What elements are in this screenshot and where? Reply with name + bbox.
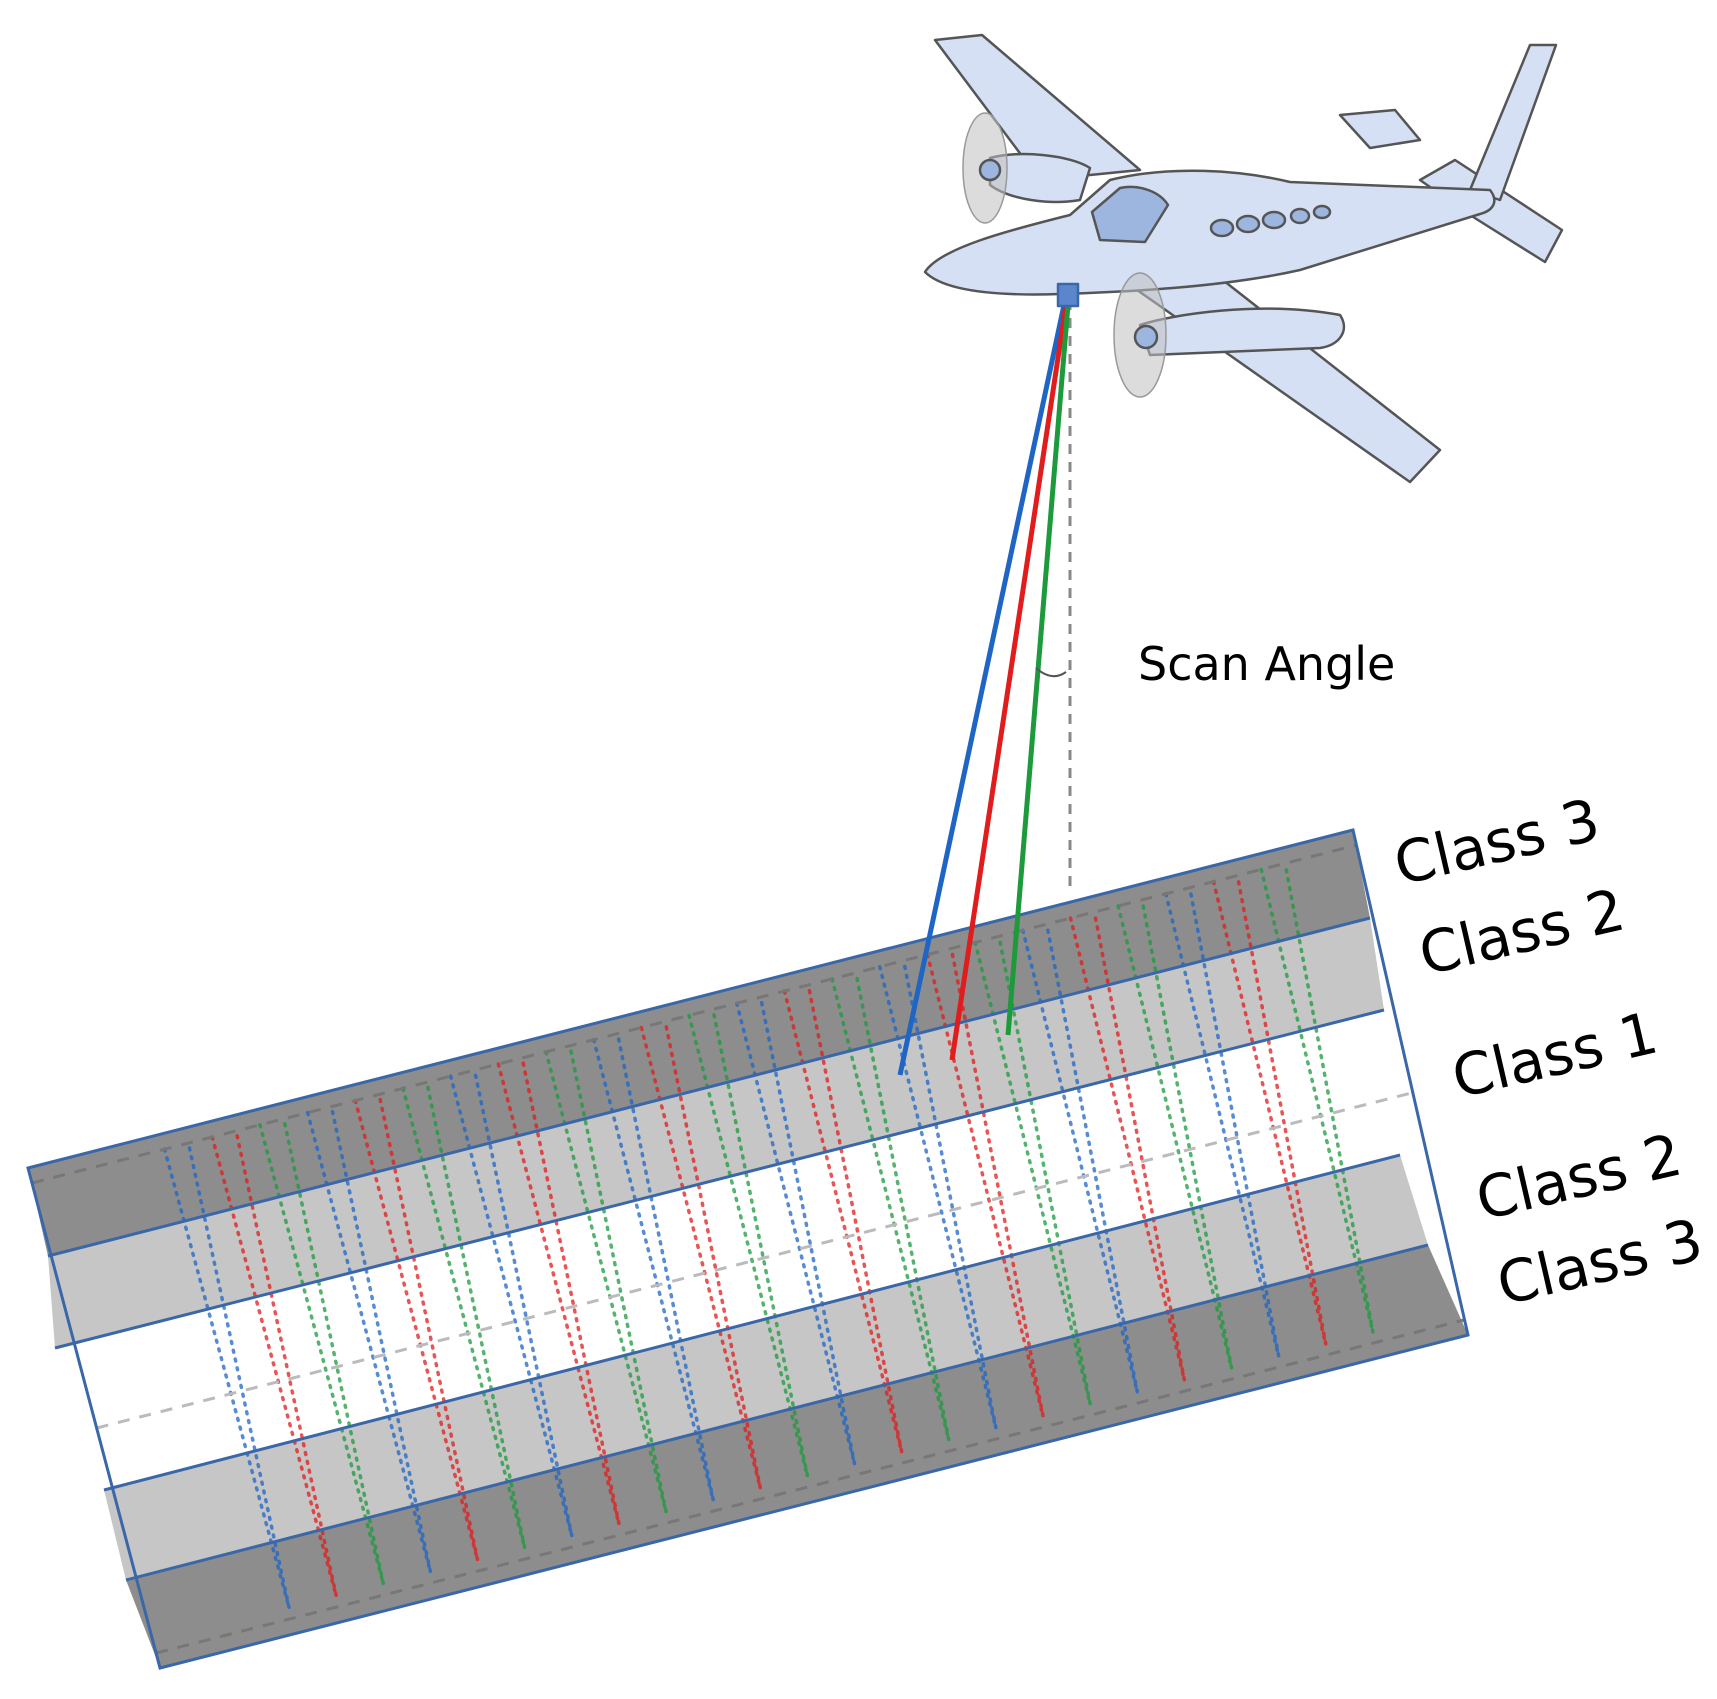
scan-zigzag <box>687 1007 810 1477</box>
scan-zigzag <box>734 995 857 1465</box>
lower-engine <box>1138 307 1346 357</box>
band-class3-top <box>28 830 1370 1256</box>
lower-wing <box>1128 268 1442 484</box>
scan-zigzag <box>448 1068 574 1537</box>
scan-zigzag <box>401 1080 527 1549</box>
beam-blue <box>897 304 1067 1076</box>
class-label-center: Class 1 <box>1446 999 1664 1112</box>
scan-zigzag <box>878 958 998 1429</box>
scan-angle-arc <box>1035 667 1067 678</box>
swath-band-borders <box>26 828 1470 1670</box>
lower-spinner <box>1133 324 1159 350</box>
upper-wing <box>933 33 1142 182</box>
scan-zigzag <box>258 1117 386 1585</box>
cabin-window <box>1209 218 1235 238</box>
band-class2-bottom <box>104 1155 1428 1580</box>
vertical-tail <box>1468 43 1558 202</box>
band-divider <box>54 1008 1385 1350</box>
upper-spinner <box>978 158 1002 182</box>
cabin-window <box>1312 204 1332 220</box>
scan-zigzag <box>1259 861 1375 1333</box>
cabin-window <box>1261 210 1287 230</box>
scan-zigzag <box>973 934 1092 1405</box>
scan-zigzag <box>210 1129 339 1597</box>
band-divider <box>125 1243 1429 1582</box>
scan-zigzag <box>925 946 1045 1417</box>
class-label-top-outer: Class 3 <box>1388 786 1606 899</box>
band-class3-bottom <box>126 1245 1468 1668</box>
cabin-window <box>1289 207 1311 225</box>
band-divider <box>47 916 1371 1258</box>
cabin-window <box>1235 214 1261 234</box>
twin-engine-airplane-icon <box>923 33 1564 484</box>
scan-zigzag <box>1116 898 1234 1369</box>
scan-zigzag <box>591 1031 716 1501</box>
scan-zigzag <box>162 1141 291 1609</box>
beam-red <box>949 304 1069 1061</box>
swath-outline <box>26 828 1470 1670</box>
scan-zigzag <box>1021 922 1140 1393</box>
band-class1-center <box>55 1010 1400 1490</box>
swath-edge-line <box>31 843 1357 1185</box>
fuselage <box>923 169 1496 296</box>
scan-zigzag <box>639 1019 763 1489</box>
scan-zigzag <box>305 1104 433 1573</box>
scan-zigzag <box>830 971 951 1441</box>
scan-zigzag <box>1068 910 1187 1381</box>
scan-zigzag <box>1211 873 1328 1345</box>
class-label-top-inner: Class 2 <box>1413 876 1631 989</box>
band-class2-top <box>48 918 1384 1348</box>
cockpit-window <box>1090 185 1170 244</box>
swath-centerline <box>96 1091 1414 1430</box>
scan-zigzag <box>353 1092 480 1561</box>
scan-zigzag <box>496 1056 621 1525</box>
scan-zigzag <box>544 1044 668 1513</box>
upper-engine <box>988 152 1092 204</box>
swath-bands <box>28 830 1468 1668</box>
lidar-sensor-icon <box>1056 282 1080 308</box>
band-divider <box>103 1153 1401 1492</box>
scan-zigzag <box>782 983 904 1453</box>
tail-fin <box>1338 108 1422 150</box>
swath-edge-line <box>155 1318 1465 1655</box>
scan-zigzag <box>1164 885 1281 1357</box>
scan-angle-label: Scan Angle <box>1138 637 1395 691</box>
scan-pattern <box>31 843 1465 1655</box>
